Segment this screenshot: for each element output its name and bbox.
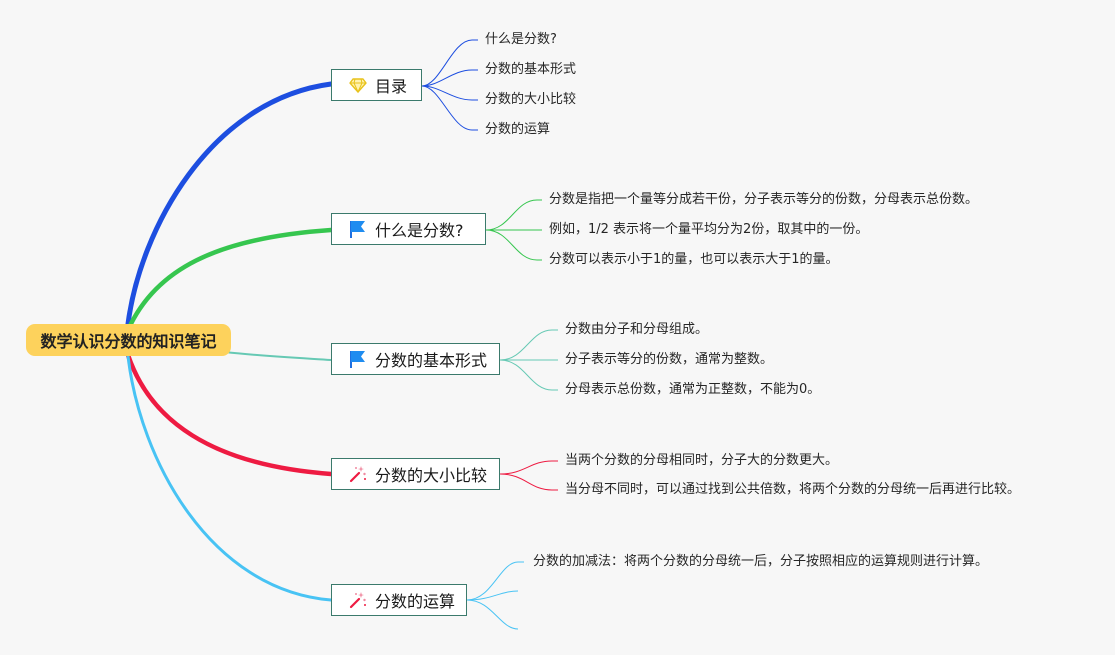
branch-node-daxiao[interactable]: 分数的大小比较 bbox=[331, 458, 500, 490]
flag-icon bbox=[348, 219, 368, 239]
root-node[interactable]: 数学认识分数的知识笔记 bbox=[26, 324, 231, 356]
branch-node-shenme[interactable]: 什么是分数? bbox=[331, 213, 486, 245]
leaf-mulu-1[interactable]: 什么是分数? bbox=[485, 32, 557, 47]
shenme-leaf-connectors bbox=[485, 199, 542, 261]
leaf-mulu-2[interactable]: 分数的基本形式 bbox=[485, 62, 577, 77]
branch-label-shenme: 什么是分数? bbox=[375, 221, 464, 240]
daxiao-leaf-connectors bbox=[499, 460, 558, 491]
diamond-icon bbox=[348, 75, 368, 95]
leaf-mulu-3[interactable]: 分数的大小比较 bbox=[485, 92, 577, 107]
root-to-shenme-connector bbox=[125, 227, 334, 333]
leaf-jiben-2[interactable]: 分子表示等分的份数，通常为整数。 bbox=[565, 352, 774, 367]
branch-label-mulu: 目录 bbox=[375, 77, 408, 96]
flag-icon bbox=[348, 349, 368, 369]
branch-label-yunsuan: 分数的运算 bbox=[375, 592, 456, 611]
jiben-leaf-connectors bbox=[499, 329, 558, 391]
branch-label-daxiao: 分数的大小比较 bbox=[375, 466, 488, 485]
leaf-yunsuan-1[interactable]: 分数的加减法：将两个分数的分母统一后，分子按照相应的运算规则进行计算。 bbox=[533, 554, 989, 569]
leaf-shenme-3[interactable]: 分数可以表示小于1的量，也可以表示大于1的量。 bbox=[549, 252, 839, 267]
root-to-jiben-connector bbox=[224, 351, 332, 361]
mulu-leaf-connectors bbox=[421, 39, 478, 131]
root-to-daxiao-connector bbox=[125, 352, 334, 477]
root-to-yunsuan-connector bbox=[126, 354, 333, 602]
leaf-daxiao-1[interactable]: 当两个分数的分母相同时，分子大的分数更大。 bbox=[565, 453, 839, 468]
magic-wand-icon bbox=[348, 590, 368, 610]
root-to-mulu-connector bbox=[125, 81, 334, 327]
leaf-jiben-3[interactable]: 分母表示总份数，通常为正整数，不能为0。 bbox=[565, 382, 821, 397]
leaf-shenme-1[interactable]: 分数是指把一个量等分成若干份，分子表示等分的份数，分母表示总份数。 bbox=[549, 192, 979, 207]
leaf-jiben-1[interactable]: 分数由分子和分母组成。 bbox=[565, 322, 709, 337]
leaf-daxiao-2[interactable]: 当分母不同时，可以通过找到公共倍数，将两个分数的分母统一后再进行比较。 bbox=[565, 482, 1021, 497]
leaf-mulu-4[interactable]: 分数的运算 bbox=[485, 122, 551, 137]
branch-node-yunsuan[interactable]: 分数的运算 bbox=[331, 584, 467, 616]
branch-node-jiben[interactable]: 分数的基本形式 bbox=[331, 343, 500, 375]
magic-wand-icon bbox=[348, 464, 368, 484]
leaf-shenme-2[interactable]: 例如，1/2 表示将一个量平均分为2份，取其中的一份。 bbox=[549, 222, 869, 237]
root-node-label: 数学认识分数的知识笔记 bbox=[40, 332, 217, 351]
branch-node-mulu[interactable]: 目录 bbox=[331, 69, 422, 101]
yunsuan-leaf-connectors bbox=[466, 561, 524, 630]
branch-label-jiben: 分数的基本形式 bbox=[375, 351, 488, 370]
